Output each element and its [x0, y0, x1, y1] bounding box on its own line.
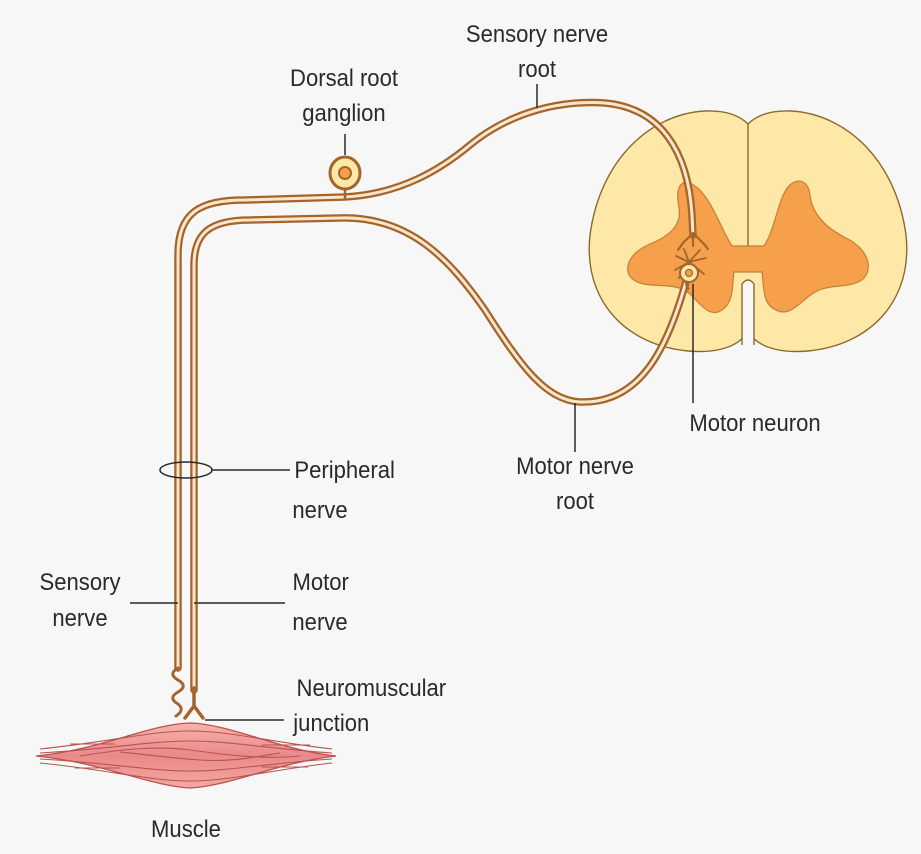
label-sensory-nerve: Sensory: [40, 568, 121, 595]
label-peripheral-nerve: Peripheral: [294, 456, 395, 483]
motor-axon: [686, 281, 688, 290]
label-sensory-root: root: [518, 55, 557, 82]
label-motor-neuron: Motor neuron: [689, 409, 820, 436]
anterior-median-fissure: [742, 280, 754, 345]
label-motor-nerve: Motor: [292, 568, 349, 595]
label-dorsal-root-ganglion: ganglion: [302, 99, 385, 126]
peripheral-nerve-ring: [160, 462, 212, 478]
label-motor-nerve-root: root: [556, 487, 595, 514]
label-motor-nerve: nerve: [292, 608, 347, 635]
muscle-icon: [36, 723, 336, 788]
label-motor-nerve-root: Motor nerve: [516, 452, 634, 479]
label-sensory-nerve: nerve: [52, 604, 107, 631]
label-dorsal-root-ganglion: Dorsal root: [290, 64, 398, 91]
label-muscle: Muscle: [151, 815, 221, 842]
spinal-cord-cross-section: [589, 111, 907, 352]
neuromuscular-junction-fork: [185, 688, 203, 718]
sensory-nerve-ending: [173, 668, 184, 716]
label-sensory-root: Sensory nerve: [466, 20, 608, 47]
label-neuromuscular-junction: Neuromuscular: [297, 674, 447, 701]
label-peripheral-nerve: nerve: [292, 496, 347, 523]
label-neuromuscular-junction: junction: [292, 709, 369, 736]
